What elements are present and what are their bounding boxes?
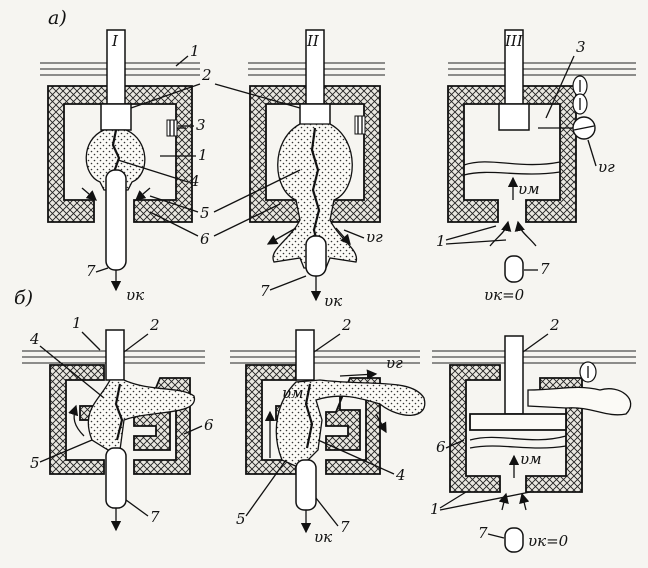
chamber-wall-3 [447, 85, 577, 223]
vm-label-3: υм [518, 180, 540, 198]
callout-4-a: 4 [189, 172, 200, 190]
callout-2-b3: 2 [549, 316, 560, 334]
chamber-wall-1 [47, 85, 193, 223]
vg-label-b2: υг [386, 354, 403, 372]
callout-7-b1: 7 [150, 508, 160, 526]
callout-1-a3: 1 [436, 232, 446, 250]
callout-3-a: 3 [196, 116, 206, 134]
stage-b1-drawing [22, 329, 205, 532]
vg-label-2: υг [366, 228, 383, 246]
callout-2-b2: 2 [341, 316, 352, 334]
callout-3-a3: 3 [576, 38, 586, 56]
vk-label-2: υк [324, 292, 342, 310]
water-surface-3 [448, 62, 636, 76]
stage-3-label: III [504, 32, 524, 50]
callout-1-a: 1 [198, 146, 208, 164]
callout-4-b2: 4 [395, 466, 406, 484]
vm-label-b3: υм [520, 450, 542, 468]
section-b-label: б) [14, 287, 33, 309]
stage-b3-drawing [432, 335, 636, 553]
callout-5-b1: 5 [30, 454, 40, 472]
callout-7-b3: 7 [478, 524, 488, 542]
callout-6-a: 6 [200, 230, 210, 248]
vk-label-b2: υк [314, 528, 332, 546]
stage-2-drawing [248, 29, 385, 302]
stage-3-drawing [447, 29, 636, 283]
stage-1-label: I [111, 32, 119, 50]
vm-label-b2: υм [282, 384, 304, 402]
callout-1-b1: 1 [72, 314, 82, 332]
callout-5-a: 5 [200, 204, 210, 222]
callout-4-b1: 4 [29, 330, 40, 348]
callout-7-a3: 7 [540, 260, 550, 278]
callout-1-top: 1 [190, 42, 200, 60]
vg-label-3: υг [598, 158, 615, 176]
section-a-label: а) [48, 7, 67, 29]
callout-7-a1: 7 [86, 262, 96, 280]
callout-1-b3: 1 [430, 500, 440, 518]
callout-2-b1: 2 [149, 316, 160, 334]
callout-2-a: 2 [201, 66, 212, 84]
stage-2-label: II [306, 32, 320, 50]
vk-label-1: υк [126, 286, 144, 304]
gas-bubble-1 [85, 129, 146, 191]
vk-zero-label-b3: υк=0 [528, 532, 569, 550]
callout-6-b1: 6 [204, 416, 214, 434]
callout-6-b3: 6 [436, 438, 446, 456]
callout-7-a2: 7 [260, 282, 270, 300]
callout-7-b2: 7 [340, 518, 350, 536]
callout-5-b2: 5 [236, 510, 246, 528]
vk-zero-label-3: υк=0 [484, 286, 525, 304]
stage-1-drawing [40, 29, 200, 292]
stage-b2-drawing [230, 329, 426, 534]
